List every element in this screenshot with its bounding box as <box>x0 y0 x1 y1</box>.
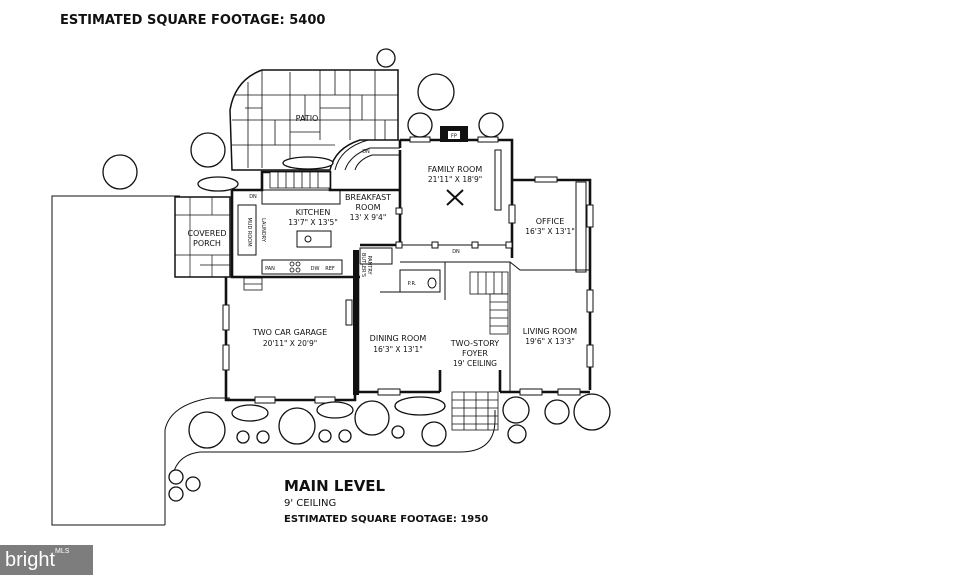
covered-porch-label: COVERED <box>187 229 226 238</box>
fireplace-label: FP <box>451 134 457 140</box>
breakfast-room-dim: 13' X 9'4" <box>350 213 387 222</box>
foyer-label: TWO-STORY <box>450 339 500 348</box>
windows <box>222 136 594 404</box>
living-room-label: LIVING ROOM <box>523 327 578 336</box>
office-builtin <box>575 181 587 273</box>
level-name: MAIN LEVEL <box>284 477 386 495</box>
dining-room-label: DINING ROOM <box>370 334 427 343</box>
patio-steps <box>334 139 400 171</box>
family-builtin <box>494 149 502 211</box>
watermark-suffix: MLS <box>55 548 70 555</box>
dn-label-patio: DN <box>362 149 370 155</box>
foyer-dim: 19' CEILING <box>453 359 497 368</box>
butlers-pantry-label-2: PANTRY <box>366 255 372 275</box>
house-walls <box>224 138 592 402</box>
dn-label-family: DN <box>452 249 460 255</box>
garage-storage <box>345 299 353 326</box>
covered-porch-area <box>174 196 231 278</box>
laundry-label: LAUNDRY <box>260 218 266 243</box>
patio-stones <box>232 70 398 168</box>
mud-room-label: MUD ROOM <box>246 217 252 246</box>
kitchen-stairs <box>269 171 331 189</box>
watermark-brand: bright <box>5 549 56 571</box>
office-dim: 16'3" X 13'1" <box>525 227 575 236</box>
front-stoop <box>451 391 499 431</box>
garage-label: TWO CAR GARAGE <box>252 328 327 337</box>
dw-label: DW <box>311 266 320 272</box>
office-label: OFFICE <box>536 217 565 226</box>
kitchen-dim: 13'7" X 13'5" <box>288 218 338 227</box>
stove-icon <box>289 261 301 273</box>
breakfast-room-label-2: ROOM <box>355 203 380 212</box>
level-ceiling: 9' CEILING <box>284 498 336 509</box>
kitchen-counter <box>261 259 343 275</box>
island-sink <box>304 235 312 243</box>
toilet-icon <box>427 277 437 289</box>
foyer-stairs <box>469 271 509 335</box>
top-footage-text: ESTIMATED SQUARE FOOTAGE: 5400 <box>60 13 325 28</box>
kitchen-label: KITCHEN <box>296 208 331 217</box>
bright-mls-watermark: brightMLS <box>0 545 93 575</box>
kitchen-island <box>296 230 332 248</box>
foyer-label-2: FOYER <box>462 349 488 358</box>
kitchen-back-counter <box>261 189 341 205</box>
butlers-pantry-counter <box>359 247 393 265</box>
porch-stones <box>175 197 230 277</box>
garage-dim: 20'11" X 20'9" <box>263 339 317 348</box>
pan-label: PAN <box>265 266 275 272</box>
butlers-pantry-label: BUTLER'S <box>360 253 366 277</box>
dn-label-mud: DN <box>249 194 257 200</box>
garage-fire-wall <box>353 250 359 395</box>
dining-room-dim: 16'3" X 13'1" <box>373 345 423 354</box>
patio-label: PATIO <box>296 114 319 123</box>
ref-label: REF <box>325 266 335 272</box>
family-room-dim: 21'11" X 18'9" <box>428 175 482 184</box>
family-room-label: FAMILY ROOM <box>428 165 483 174</box>
fireplace-box <box>448 131 460 139</box>
breakfast-room-label: BREAKFAST <box>345 193 391 202</box>
columns <box>395 207 513 249</box>
level-footage: ESTIMATED SQUARE FOOTAGE: 1950 <box>284 514 488 525</box>
laundry-area <box>237 204 257 256</box>
landscaping <box>102 48 611 502</box>
driveway <box>164 397 496 525</box>
ceiling-fan-icon <box>446 189 464 206</box>
garage-steps <box>243 277 263 291</box>
lot-line <box>51 195 180 526</box>
powder-room-label: P.R. <box>408 281 417 287</box>
powder-room <box>399 269 441 293</box>
covered-porch-label-2: PORCH <box>193 239 221 248</box>
living-room-dim: 19'6" X 13'3" <box>525 337 575 346</box>
